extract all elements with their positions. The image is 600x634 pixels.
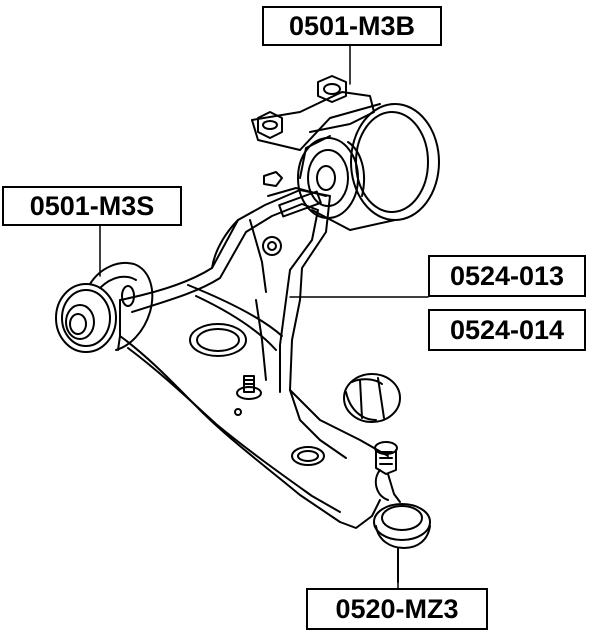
ball-joint-icon [343,373,431,583]
bushing-icon [251,75,440,231]
leader-lines [99,45,429,589]
part-label-0501-m3b: 0501-M3B [262,6,442,46]
part-label-0520-mz3: 0520-MZ3 [306,588,488,630]
part-label-0501-m3s: 0501-M3S [2,186,182,226]
boot-icon [343,373,401,423]
bushing-icon [55,262,154,353]
part-label-0524-013: 0524-013 [428,255,586,297]
bolt-icon [236,375,262,400]
control-arm-icon [119,187,389,529]
part-label-0524-014: 0524-014 [428,309,586,351]
